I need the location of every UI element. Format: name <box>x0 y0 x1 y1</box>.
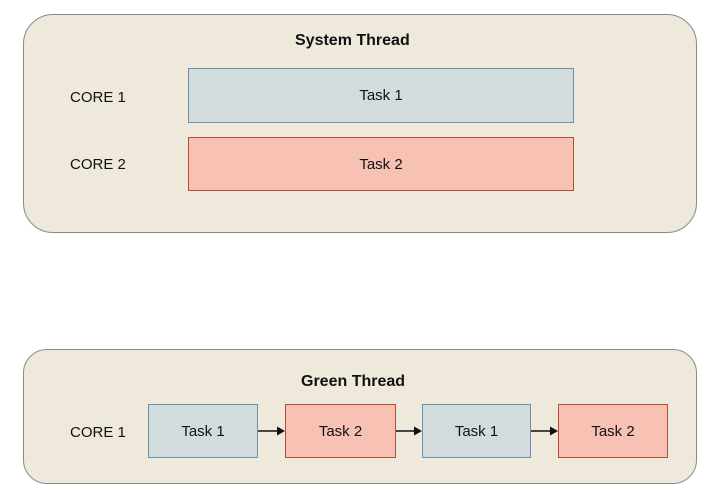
system-core-2-label: CORE 2 <box>70 156 126 173</box>
arrow-right-icon <box>258 425 285 437</box>
system-core-1-label: CORE 1 <box>70 89 126 106</box>
green-task-slot-3: Task 1 <box>422 404 531 458</box>
green-task-slot-1: Task 1 <box>148 404 258 458</box>
arrow-right-icon <box>531 425 558 437</box>
green-thread-title: Green Thread <box>301 373 406 390</box>
system-core-2-task-label: Task 2 <box>359 155 403 173</box>
green-task-slot-2: Task 2 <box>285 404 396 458</box>
green-core-1-label: CORE 1 <box>70 424 126 441</box>
arrow-right-icon <box>396 425 422 437</box>
system-core-1-task-label: Task 1 <box>359 87 403 104</box>
system-core-1-task: Task 1 <box>188 68 574 123</box>
green-task-slot-4: Task 2 <box>558 404 668 458</box>
green-task-slot-3-label: Task 1 <box>454 422 499 440</box>
system-core-2-task: Task 2 <box>188 137 574 191</box>
green-task-slot-1-label: Task 1 <box>181 422 225 440</box>
green-task-slot-2-label: Task 2 <box>318 422 363 440</box>
green-task-slot-4-label: Task 2 <box>591 422 635 440</box>
system-thread-panel <box>23 14 697 233</box>
system-thread-title: System Thread <box>295 32 410 49</box>
